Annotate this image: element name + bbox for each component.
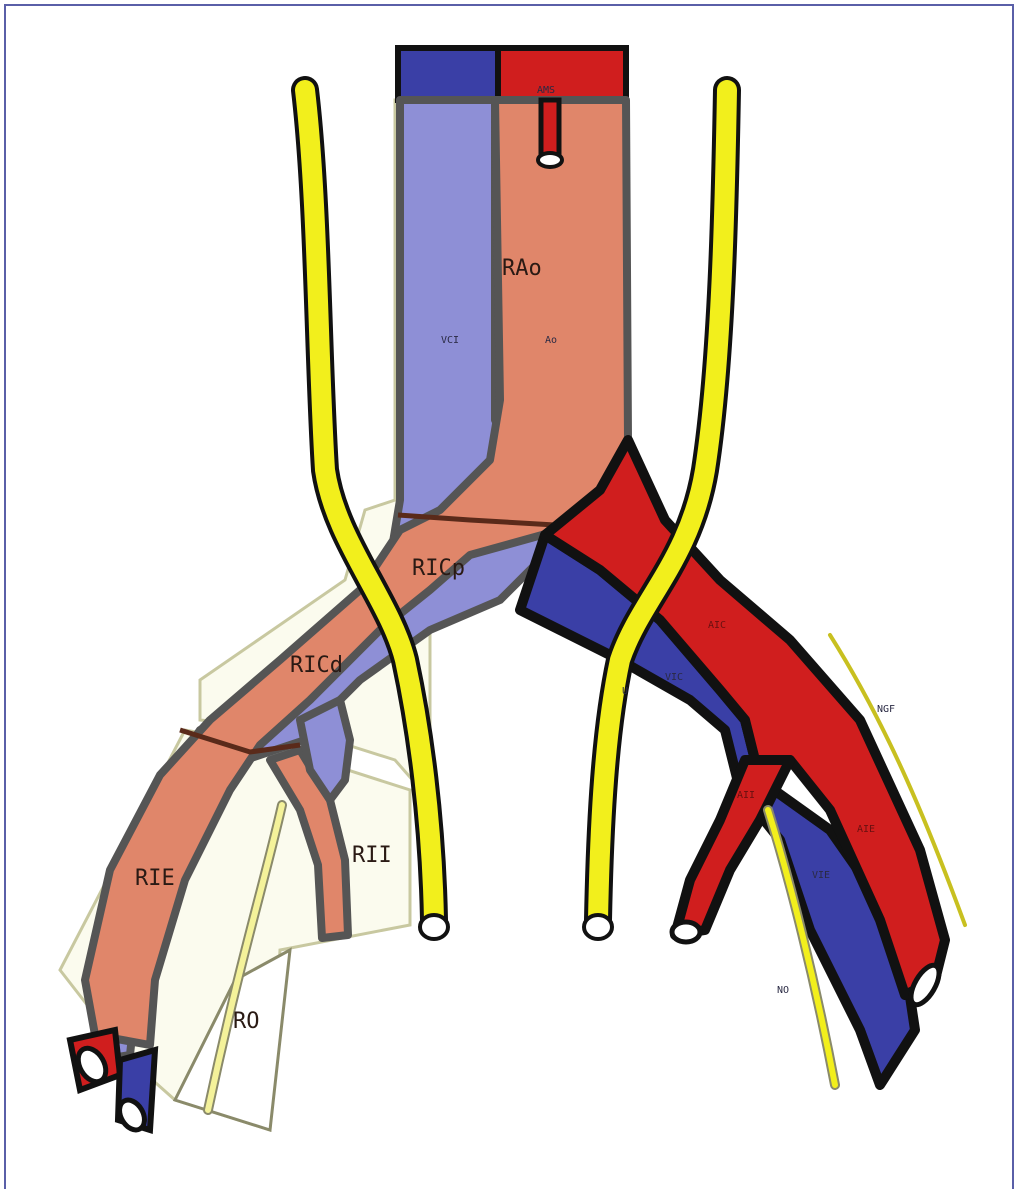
- right-ureter-lumen: [420, 915, 448, 939]
- label-aic: AIC: [708, 620, 726, 631]
- left-ureter-lumen: [584, 915, 612, 939]
- label-rii: RII: [352, 843, 392, 868]
- top-vessel-stubs: [398, 48, 626, 100]
- label-aii: AII: [737, 790, 755, 801]
- left-internal-iliac-artery: [675, 760, 790, 935]
- label-aie: AIE: [857, 824, 875, 835]
- label-rao: RAo: [502, 256, 542, 281]
- label-no: NO: [777, 985, 789, 996]
- left-internal-iliac-lumen: [672, 922, 700, 942]
- label-rie: RIE: [135, 866, 175, 891]
- label-ricd: RICd: [290, 653, 343, 678]
- label-ngf: NGF: [877, 704, 895, 715]
- label-vci: VCI: [441, 335, 459, 346]
- label-vic: VIC: [665, 672, 683, 683]
- label-ao: Ao: [545, 335, 557, 346]
- ams-stump: [538, 100, 562, 167]
- label-ams: AMS: [537, 85, 555, 96]
- label-ro: RO: [233, 1009, 260, 1034]
- label-ricp: RICp: [412, 556, 465, 581]
- label-vie: VIE: [812, 870, 830, 881]
- vena-cava-stub: [398, 48, 498, 100]
- label-u: U: [622, 686, 628, 697]
- aorta-stub: [498, 48, 626, 100]
